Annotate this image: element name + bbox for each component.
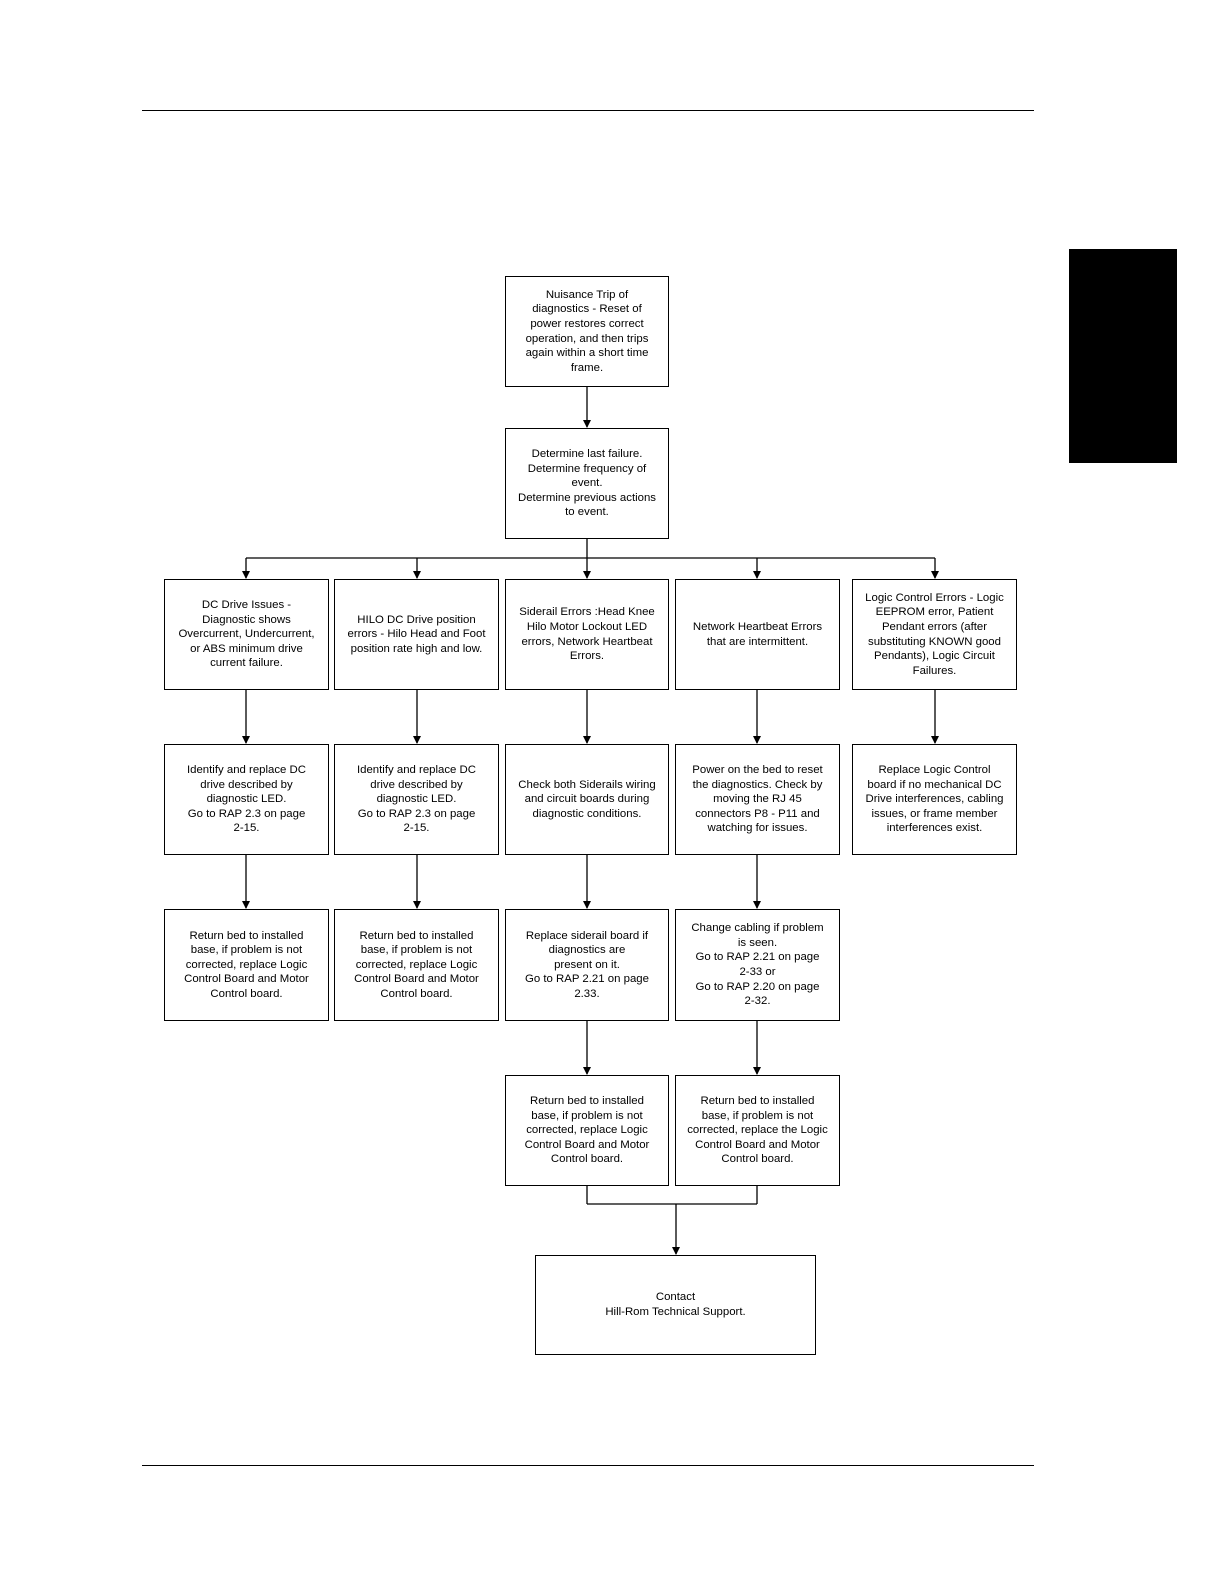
action-dc-drive-text: Identify and replace DC drive described … bbox=[186, 764, 307, 835]
section-tab-marker bbox=[1069, 249, 1177, 463]
replace-siderail-board-box: Replace siderail board if diagnostics ar… bbox=[505, 909, 669, 1021]
replace-siderail-board-text: Replace siderail board if diagnostics ar… bbox=[525, 929, 649, 1000]
return-siderail-text: Return bed to installed base, if problem… bbox=[524, 1095, 650, 1166]
change-cabling-box: Change cabling if problem is seen. Go to… bbox=[675, 909, 840, 1021]
return-network-text: Return bed to installed base, if problem… bbox=[687, 1095, 828, 1166]
action-dc-drive-box: Identify and replace DC drive described … bbox=[164, 744, 329, 855]
category-logic-text: Logic Control Errors - Logic EEPROM erro… bbox=[865, 591, 1004, 677]
contact-support-box: Contact Hill-Rom Technical Support. bbox=[535, 1255, 816, 1355]
category-siderail-box: Siderail Errors :Head Knee Hilo Motor Lo… bbox=[505, 579, 669, 690]
return-siderail-box: Return bed to installed base, if problem… bbox=[505, 1075, 669, 1186]
action-logic-box: Replace Logic Control board if no mechan… bbox=[852, 744, 1017, 855]
action-siderail-box: Check both Siderails wiring and circuit … bbox=[505, 744, 669, 855]
change-cabling-text: Change cabling if problem is seen. Go to… bbox=[691, 922, 824, 1008]
category-network-box: Network Heartbeat Errors that are interm… bbox=[675, 579, 840, 690]
return-hilo-box: Return bed to installed base, if problem… bbox=[334, 909, 499, 1021]
action-hilo-text: Identify and replace DC drive described … bbox=[356, 764, 477, 835]
return-dc-drive-text: Return bed to installed base, if problem… bbox=[184, 929, 309, 1000]
return-network-box: Return bed to installed base, if problem… bbox=[675, 1075, 840, 1186]
category-network-text: Network Heartbeat Errors that are interm… bbox=[692, 620, 823, 648]
contact-support-text: Contact Hill-Rom Technical Support. bbox=[605, 1291, 746, 1318]
category-siderail-text: Siderail Errors :Head Knee Hilo Motor Lo… bbox=[519, 606, 655, 663]
category-logic-box: Logic Control Errors - Logic EEPROM erro… bbox=[852, 579, 1017, 690]
return-hilo-text: Return bed to installed base, if problem… bbox=[354, 929, 479, 1000]
action-hilo-box: Identify and replace DC drive described … bbox=[334, 744, 499, 855]
action-logic-text: Replace Logic Control board if no mechan… bbox=[865, 764, 1004, 835]
category-hilo-box: HILO DC Drive position errors - Hilo Hea… bbox=[334, 579, 499, 690]
start-text: Nuisance Trip of diagnostics - Reset of … bbox=[525, 288, 649, 374]
start-box: Nuisance Trip of diagnostics - Reset of … bbox=[505, 276, 669, 387]
footer-rule bbox=[142, 1465, 1034, 1466]
action-network-text: Power on the bed to reset the diagnostic… bbox=[692, 764, 823, 835]
determine-box: Determine last failure. Determine freque… bbox=[505, 428, 669, 539]
action-siderail-text: Check both Siderails wiring and circuit … bbox=[518, 778, 656, 820]
action-network-box: Power on the bed to reset the diagnostic… bbox=[675, 744, 840, 855]
category-dc-drive-box: DC Drive Issues - Diagnostic shows Overc… bbox=[164, 579, 329, 690]
category-dc-drive-text: DC Drive Issues - Diagnostic shows Overc… bbox=[178, 599, 315, 670]
determine-text: Determine last failure. Determine freque… bbox=[517, 448, 657, 519]
header-rule bbox=[142, 110, 1034, 111]
return-dc-drive-box: Return bed to installed base, if problem… bbox=[164, 909, 329, 1021]
category-hilo-text: HILO DC Drive position errors - Hilo Hea… bbox=[347, 613, 486, 655]
